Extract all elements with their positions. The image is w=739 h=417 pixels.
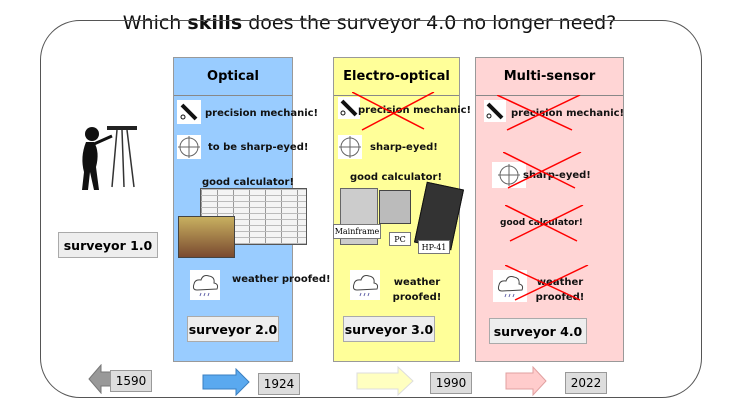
surveyor-2-label: surveyor 2.0 (187, 316, 279, 342)
arrow-right-icon (356, 366, 414, 396)
skill-text: precision mechanic! (205, 108, 319, 119)
surveyor-4-label: surveyor 4.0 (489, 318, 587, 344)
skill-text: precision mechanic! (358, 105, 472, 116)
crosshair-icon (338, 135, 362, 159)
year-label: 1590 (110, 370, 152, 392)
wrench-icon (484, 100, 506, 122)
skill-text: good calculator! (350, 172, 443, 183)
device-label: Mainframe (333, 224, 381, 239)
skill-text: weather proofed! (392, 277, 442, 303)
pc-image (379, 190, 411, 224)
slide-title: Which skills does the surveyor 4.0 no lo… (122, 12, 617, 34)
year-label: 2022 (565, 372, 607, 394)
crosshair-icon (177, 135, 201, 159)
wrench-icon (338, 97, 360, 119)
skill-text: precision mechanic! (511, 108, 625, 119)
skill-text: sharp-eyed! (523, 170, 591, 181)
column-title: Multi-sensor (476, 58, 623, 96)
device-label: HP-41 (418, 240, 450, 254)
wrench-icon (177, 100, 201, 124)
year-label: 1990 (430, 372, 472, 394)
frame (40, 20, 702, 398)
surveyor-3-label: surveyor 3.0 (343, 316, 435, 342)
device-label: PC (389, 232, 411, 246)
weather-cloud-icon (190, 270, 220, 300)
surveyor-1-label: surveyor 1.0 (58, 232, 158, 258)
year-label: 1924 (258, 373, 300, 395)
surveyor-silhouette-icon (82, 126, 137, 190)
column-title: Electro-optical (334, 58, 459, 96)
skill-text: weather proofed! (535, 277, 585, 303)
calculating-machine-image (178, 216, 235, 258)
skill-text: good calculator! (202, 177, 295, 188)
arrow-right-icon (505, 366, 547, 396)
skill-text: good calculator! (500, 218, 583, 228)
weather-cloud-icon (493, 270, 527, 302)
skill-text: weather proofed! (232, 274, 331, 285)
weather-cloud-icon (350, 270, 380, 300)
column-title: Optical (174, 58, 292, 96)
skill-text: sharp-eyed! (370, 142, 438, 153)
crosshair-icon (492, 162, 526, 188)
skill-text: to be sharp-eyed! (208, 142, 309, 153)
arrow-right-icon (202, 368, 250, 396)
